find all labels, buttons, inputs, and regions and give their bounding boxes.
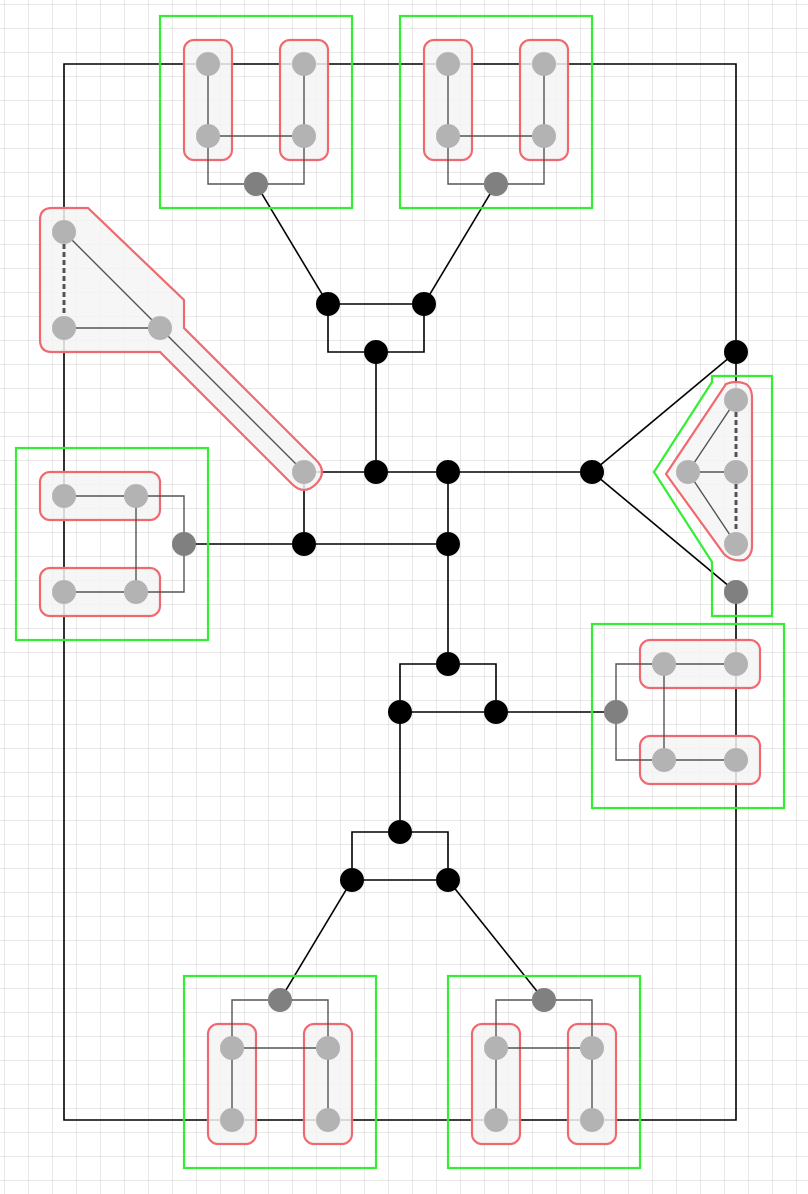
terminal-node xyxy=(724,532,748,556)
port-node xyxy=(244,172,268,196)
component-right-triangle xyxy=(664,380,754,562)
junction-node xyxy=(316,292,340,316)
dashed-edges xyxy=(62,244,738,532)
terminal-node xyxy=(52,484,76,508)
terminal-node xyxy=(316,1108,340,1132)
group-bottom-right xyxy=(446,974,642,1170)
terminal-node xyxy=(484,1036,508,1060)
group-bottom-left xyxy=(182,974,378,1170)
port-node xyxy=(172,532,196,556)
port-node xyxy=(604,700,628,724)
terminal-node xyxy=(436,124,460,148)
terminal-node xyxy=(124,580,148,604)
component-edges xyxy=(63,64,737,1120)
terminal-node xyxy=(532,124,556,148)
terminal-node xyxy=(676,460,700,484)
group-boxes xyxy=(14,14,786,1170)
terminal-node xyxy=(52,220,76,244)
junction-node xyxy=(388,820,412,844)
junction-node xyxy=(484,700,508,724)
terminal-node xyxy=(724,388,748,412)
port-node xyxy=(532,988,556,1012)
terminal-node xyxy=(532,52,556,76)
terminal-node xyxy=(316,1036,340,1060)
terminal-node xyxy=(436,52,460,76)
group-left xyxy=(14,446,210,642)
terminal-node xyxy=(724,748,748,772)
junction-node xyxy=(436,652,460,676)
junction-node xyxy=(436,532,460,556)
terminal-node xyxy=(292,124,316,148)
junction-node xyxy=(388,700,412,724)
junction-node xyxy=(340,868,364,892)
group-right xyxy=(590,622,786,810)
port-node xyxy=(484,172,508,196)
junction-node xyxy=(580,460,604,484)
junction-nodes xyxy=(292,292,748,892)
terminal-node xyxy=(220,1108,244,1132)
junction-node xyxy=(412,292,436,316)
terminal-node xyxy=(196,124,220,148)
port-nodes xyxy=(172,172,748,1012)
port-node xyxy=(268,988,292,1012)
junction-node xyxy=(364,460,388,484)
terminal-node xyxy=(292,460,316,484)
terminal-nodes xyxy=(52,52,748,1132)
terminal-node xyxy=(652,652,676,676)
group-right-triangle xyxy=(652,374,774,618)
terminal-node xyxy=(484,1108,508,1132)
junction-node xyxy=(292,532,316,556)
terminal-node xyxy=(580,1036,604,1060)
group-top-left xyxy=(158,14,354,210)
terminal-node xyxy=(52,316,76,340)
group-top-right xyxy=(398,14,594,210)
junction-node xyxy=(364,340,388,364)
terminal-node xyxy=(652,748,676,772)
port-node xyxy=(724,580,748,604)
terminal-node xyxy=(124,484,148,508)
junction-node xyxy=(724,340,748,364)
terminal-node xyxy=(292,52,316,76)
terminal-node xyxy=(580,1108,604,1132)
terminal-node xyxy=(148,316,172,340)
terminal-node xyxy=(724,460,748,484)
terminal-node xyxy=(52,580,76,604)
junction-node xyxy=(436,460,460,484)
terminal-node xyxy=(196,52,220,76)
terminal-node xyxy=(724,652,748,676)
junction-node xyxy=(436,868,460,892)
terminal-node xyxy=(220,1036,244,1060)
